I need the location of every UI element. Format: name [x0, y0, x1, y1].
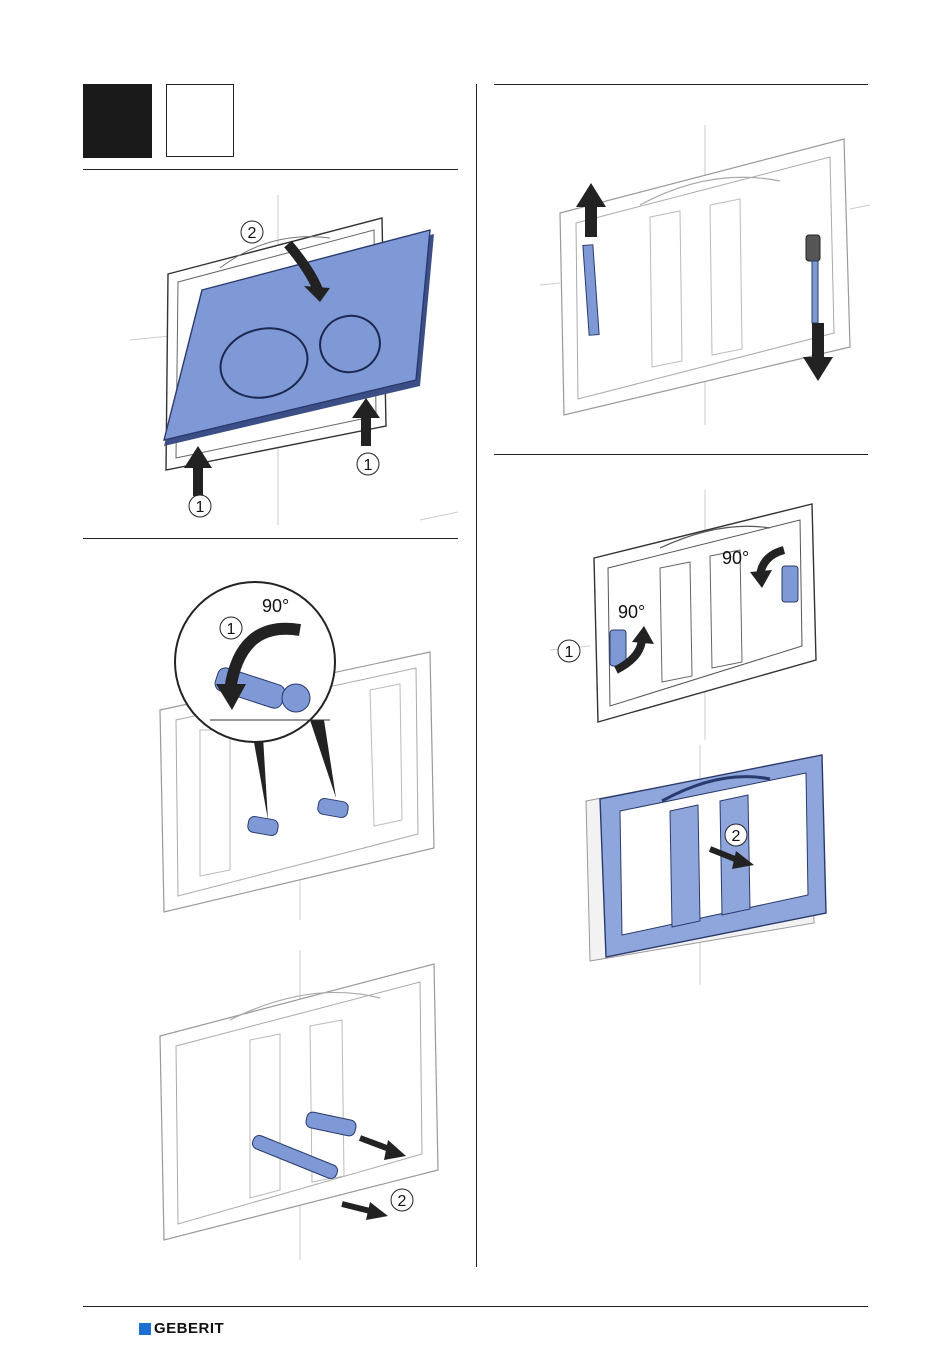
- divider-left-2: [83, 538, 458, 539]
- step-1-label: 1: [364, 457, 373, 474]
- divider-right-1: [494, 84, 868, 85]
- step-1-label: 1: [565, 644, 574, 661]
- figure-adjust-frame: [540, 125, 870, 425]
- figure-remove-bolts: 2: [130, 950, 460, 1260]
- column-separator: [476, 84, 477, 1267]
- step-1-label: 1: [227, 621, 236, 638]
- step-1-label: 1: [196, 499, 205, 516]
- angle-label: 90°: [618, 602, 645, 622]
- divider-left-1: [83, 169, 458, 170]
- figure-rotate-clips: 90° 90° 1: [550, 490, 860, 740]
- step-2-label: 2: [398, 1193, 407, 1210]
- magnifier: [175, 582, 335, 742]
- section-marker-white: [166, 84, 234, 157]
- arrow-right-icon: [366, 1202, 388, 1220]
- section-marker-black: [83, 84, 152, 158]
- brand-name: GEBERIT: [154, 1320, 224, 1337]
- brand-logo: GEBERIT: [139, 1320, 224, 1337]
- logo-square-icon: [139, 1323, 151, 1335]
- step-2-label: 2: [248, 225, 257, 242]
- figure-rotate-bolts: 90° 1: [130, 580, 460, 920]
- figure-remove-frame: 2: [570, 745, 840, 985]
- figure-flush-plate-mount: 2 1 1: [120, 190, 460, 530]
- footer-rule: [83, 1306, 868, 1307]
- divider-right-2: [494, 454, 868, 455]
- angle-label: 90°: [722, 548, 749, 568]
- angle-label: 90°: [262, 596, 289, 616]
- step-2-label: 2: [732, 828, 741, 845]
